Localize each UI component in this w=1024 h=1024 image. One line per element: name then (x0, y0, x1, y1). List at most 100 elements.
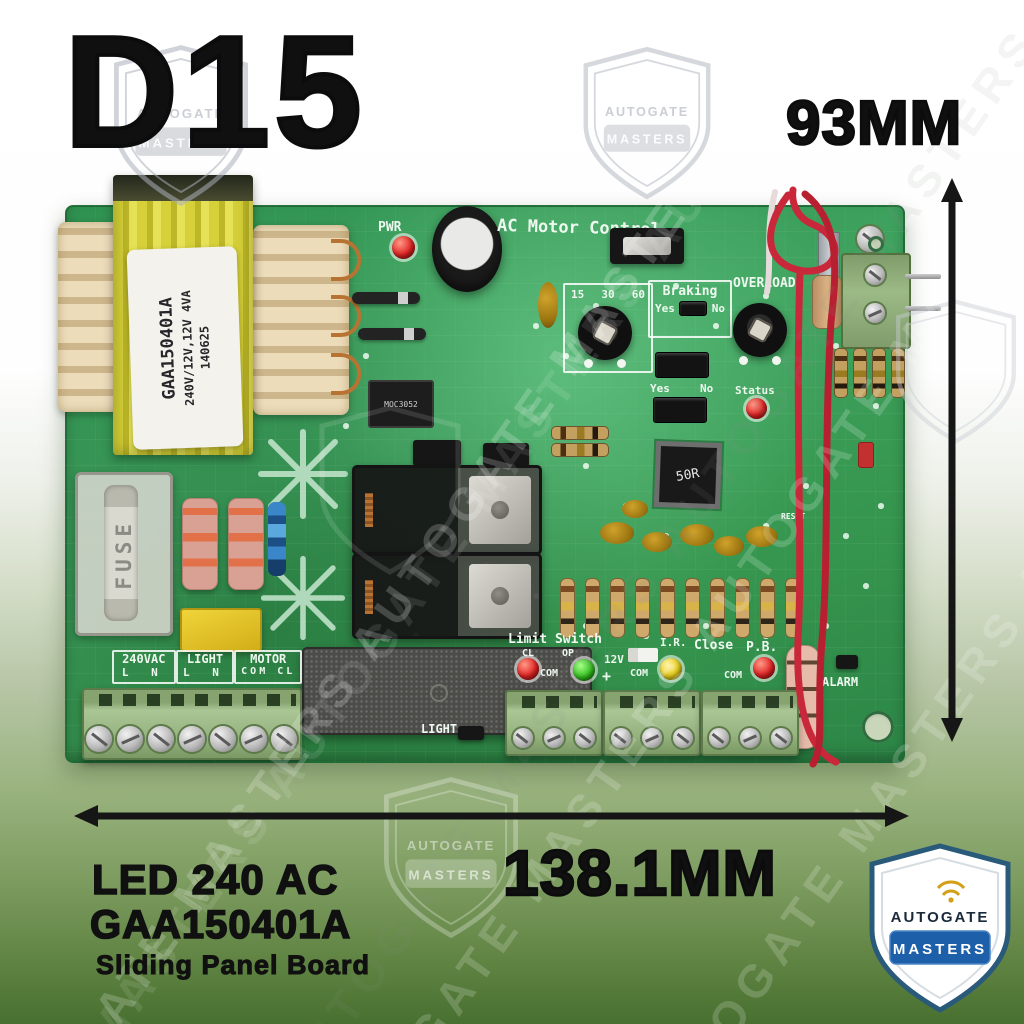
mcu-marking: 50R (675, 465, 701, 485)
logo-shield (869, 843, 1011, 1013)
resistor (785, 578, 800, 638)
light-silkscreen: LIGHT (421, 722, 458, 736)
screw-terminal (543, 728, 564, 748)
trace-star (258, 429, 348, 519)
resistor-row (560, 578, 800, 638)
mounting-hole (862, 711, 894, 743)
capacitor (642, 532, 672, 552)
12v-silkscreen: 12V (604, 653, 624, 666)
arrowhead-right-icon (885, 805, 909, 827)
film-capacitor (180, 608, 262, 652)
resistor (710, 578, 725, 638)
diode (352, 292, 420, 304)
transformer-label-date: 140625 (197, 325, 213, 370)
transformer-label-part: GAA150401A (156, 297, 180, 401)
blue-resistor (268, 502, 286, 576)
copper-winding (331, 295, 361, 337)
screw-terminal (610, 728, 631, 748)
logo-shield-inner (881, 856, 999, 1000)
watermark-brand-bottom: MASTERS (409, 867, 494, 882)
product-name-line2: GAA150401A (89, 902, 352, 948)
electrolytic-capacitor (432, 206, 502, 292)
screw-terminal (673, 728, 694, 748)
jumper (458, 726, 484, 740)
wifi-icon (936, 880, 966, 903)
arrowhead-left-icon (74, 805, 98, 827)
mcu-chip: 50R (659, 446, 717, 504)
led-power (392, 236, 415, 259)
terminal-group-pins: L N (183, 666, 227, 679)
relay-coil (365, 493, 373, 528)
capacitor (600, 522, 634, 544)
close-silkscreen: Close (694, 638, 734, 653)
arrowhead-down-icon (941, 718, 963, 742)
relay-coil (365, 580, 373, 614)
led-limit-cl (517, 658, 539, 680)
fuse-label: FUSE (112, 518, 136, 590)
solder-pads (65, 205, 67, 207)
screw-terminal (641, 728, 662, 748)
overload-silkscreen: OVERLOAD (733, 276, 796, 291)
pwr-silkscreen: PWR (378, 220, 402, 235)
led-limit-op (573, 659, 595, 681)
ir-silkscreen: I.R. (660, 636, 687, 649)
led-ir (660, 658, 682, 680)
watermark-brand-top: AUTOGATE (605, 105, 689, 119)
capacitor (680, 524, 714, 546)
resistor (853, 348, 867, 398)
power-resistor (228, 498, 264, 590)
height-dimension-label: 93MM (785, 88, 963, 160)
screw-terminal (512, 728, 533, 748)
scale-30: 30 (601, 288, 615, 301)
capacitor (812, 275, 842, 329)
screw-terminal (865, 265, 885, 285)
logo-masters-box (889, 930, 991, 965)
terminal-block-left (82, 688, 302, 760)
transformer-bobbin-right (253, 225, 361, 415)
resistor (551, 426, 609, 440)
resistor (834, 348, 848, 398)
product-name-line3: Sliding Panel Board (95, 950, 371, 981)
resistor (660, 578, 675, 638)
plus-silkscreen: + (602, 667, 612, 685)
relay-switch (610, 228, 684, 264)
dual-indicator (628, 648, 658, 662)
resistor (872, 348, 886, 398)
capacitor (714, 536, 744, 556)
watermark-shield (896, 299, 1016, 444)
transformer-label: GAA150401A 240V/12V,12V 4VA 140625 (126, 246, 244, 450)
pb-silkscreen: P.B. (746, 640, 778, 655)
resistor (610, 578, 625, 638)
arrowhead-up-icon (941, 178, 963, 202)
capacitor (538, 282, 558, 328)
braking-box: Braking Yes No (648, 280, 732, 338)
screw-terminal (771, 728, 792, 748)
product-name-line1: LED 240 AC (91, 855, 339, 904)
resistor (735, 578, 750, 638)
copper-winding (331, 353, 361, 395)
cl-silkscreen: CL (522, 648, 535, 659)
relay (352, 553, 542, 639)
resistor (585, 578, 600, 638)
braking-yes: Yes (655, 302, 675, 315)
terminal-pin (905, 274, 941, 279)
braking-label: Braking (662, 284, 718, 299)
copper-winding (331, 239, 361, 281)
watermark-brand-top: AUTOGATE (407, 838, 496, 853)
power-resistor (182, 498, 218, 590)
com-silkscreen: COM (630, 668, 649, 679)
resistor (891, 348, 905, 398)
terminal-group-pins: COM CL (241, 666, 296, 677)
resistor (760, 578, 775, 638)
resistor (635, 578, 650, 638)
jumper (653, 397, 707, 423)
braking-no: No (711, 302, 725, 315)
screw-terminal (86, 726, 113, 752)
jumper-yes: Yes (650, 382, 670, 395)
edge-terminal (841, 253, 911, 349)
status-silkscreen: Status (735, 384, 775, 397)
ic-chip (483, 443, 529, 467)
terminal-block-limit (505, 690, 603, 756)
limit-switch-silkscreen: Limit Switch (508, 632, 602, 647)
watermark-brand-bottom: MASTERS (607, 133, 687, 147)
